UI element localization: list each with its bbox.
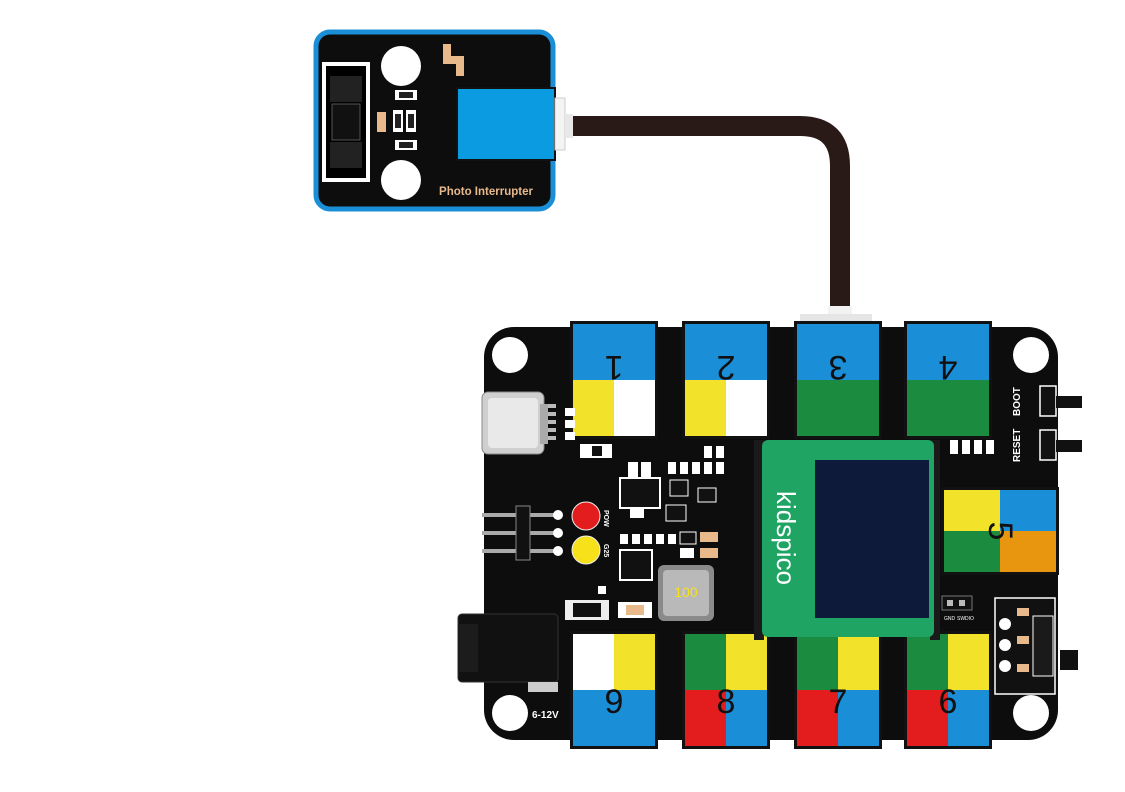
dc-power-jack-icon — [457, 613, 559, 692]
interrupter-slot-icon — [322, 62, 370, 182]
port-color-segment — [948, 380, 989, 436]
port-7[interactable]: 7 — [794, 631, 882, 749]
port-color-segment — [797, 324, 879, 380]
swdio-label: SWDIO — [957, 616, 974, 622]
inductor-marking: 100 — [674, 584, 698, 600]
port-color-segment — [838, 690, 879, 746]
transistor-icon — [665, 504, 687, 522]
boot-button[interactable] — [1039, 385, 1082, 417]
pin-header-icon — [482, 505, 563, 561]
port-color-segment — [726, 634, 767, 690]
mounting-hole-icon — [381, 46, 421, 86]
transistor-icon — [669, 479, 689, 497]
port-color-segment — [907, 380, 948, 436]
port-color-segment — [907, 690, 948, 746]
reset-button[interactable] — [1039, 429, 1082, 461]
port-color-segment — [726, 690, 767, 746]
port-grid: 1 2 3 4 5 6 7 8 9 — [570, 321, 1059, 749]
port-color-segment — [797, 690, 838, 746]
port-color-segment — [948, 634, 989, 690]
port-color-segment — [907, 324, 989, 380]
port-color-segment — [685, 324, 767, 380]
usb-c-port-icon — [481, 391, 556, 455]
transistor-icon — [697, 487, 717, 503]
sensor-connector — [456, 87, 556, 161]
port-color-segment — [726, 380, 767, 436]
port-color-segment — [944, 531, 1000, 572]
port-9[interactable]: 9 — [570, 631, 658, 749]
port-color-segment — [573, 690, 614, 746]
mounting-hole-icon — [1013, 337, 1049, 373]
mounting-hole-icon — [492, 337, 528, 373]
port-2[interactable]: 2 — [682, 321, 770, 439]
polarity-marker-icon — [443, 44, 464, 76]
port-number-label: 9 — [605, 683, 624, 721]
port-number-label: 7 — [829, 683, 848, 721]
photo-interrupter-module: Photo Interrupter — [313, 29, 573, 212]
smd-capacitor-icon — [700, 532, 718, 542]
port-color-segment — [573, 634, 614, 690]
boot-label: BOOT — [1012, 387, 1023, 416]
power-input-label: 6-12V — [532, 710, 559, 721]
g25-led-icon — [571, 535, 601, 565]
reset-label: RESET — [1012, 429, 1023, 462]
port-color-segment — [685, 690, 726, 746]
port-color-segment — [685, 380, 726, 436]
port-color-segment — [1000, 531, 1056, 572]
port-color-segment — [797, 634, 838, 690]
kidspico-board: 1 2 3 4 5 6 7 8 9 — [457, 306, 1082, 749]
port-number-label: 1 — [605, 348, 624, 386]
port-3[interactable]: 3 — [794, 321, 882, 439]
port-color-segment — [944, 490, 1000, 531]
smd-capacitor-icon — [377, 112, 386, 132]
brand-label: kidspico — [771, 491, 801, 585]
port-color-segment — [907, 634, 948, 690]
smd-array-icon — [950, 440, 994, 454]
port-color-segment — [614, 690, 655, 746]
connector-latch — [554, 97, 566, 151]
port-1[interactable]: 1 — [570, 321, 658, 439]
mounting-hole-icon — [492, 695, 528, 731]
port-number-label: 2 — [717, 348, 736, 386]
inductor-icon: 100 — [658, 565, 714, 621]
port-4[interactable]: 4 — [904, 321, 992, 439]
voltage-regulator-icon — [619, 462, 661, 518]
port-8[interactable]: 8 — [682, 631, 770, 749]
port-number-label: 8 — [717, 683, 736, 721]
port-color-segment — [573, 324, 655, 380]
port-color-segment — [614, 634, 655, 690]
power-switch[interactable] — [994, 597, 1078, 695]
g25-label: G25 — [602, 544, 609, 557]
port-number-label: 4 — [939, 348, 958, 386]
mounting-hole-icon — [1013, 695, 1049, 731]
port-color-segment — [573, 380, 614, 436]
debug-header-icon — [941, 595, 973, 611]
port-5[interactable]: 5 — [941, 487, 1059, 575]
oled-screen — [815, 460, 929, 618]
smd-capacitor-icon — [700, 548, 718, 558]
port-color-segment — [838, 634, 879, 690]
port-number-label: 5 — [981, 522, 1019, 541]
port-6[interactable]: 6 — [904, 631, 992, 749]
port-number-label: 6 — [939, 683, 958, 721]
port-color-segment — [614, 380, 655, 436]
port-color-segment — [838, 380, 879, 436]
cable-plug — [828, 306, 852, 316]
port-color-segment — [685, 634, 726, 690]
port-number-label: 3 — [829, 348, 848, 386]
connection-cable — [572, 116, 850, 306]
smd-array-icon — [668, 446, 724, 474]
gnd-label: GND — [944, 616, 956, 622]
pow-label: POW — [602, 510, 609, 527]
sensor-label: Photo Interrupter — [439, 186, 533, 198]
driver-chip-icon — [619, 531, 697, 581]
port-color-segment — [797, 380, 838, 436]
port-color-segment — [1000, 490, 1056, 531]
port-color-segment — [948, 690, 989, 746]
mounting-hole-icon — [381, 160, 421, 200]
power-led-icon — [571, 501, 601, 531]
oled-display-module: kidspico — [754, 440, 940, 640]
